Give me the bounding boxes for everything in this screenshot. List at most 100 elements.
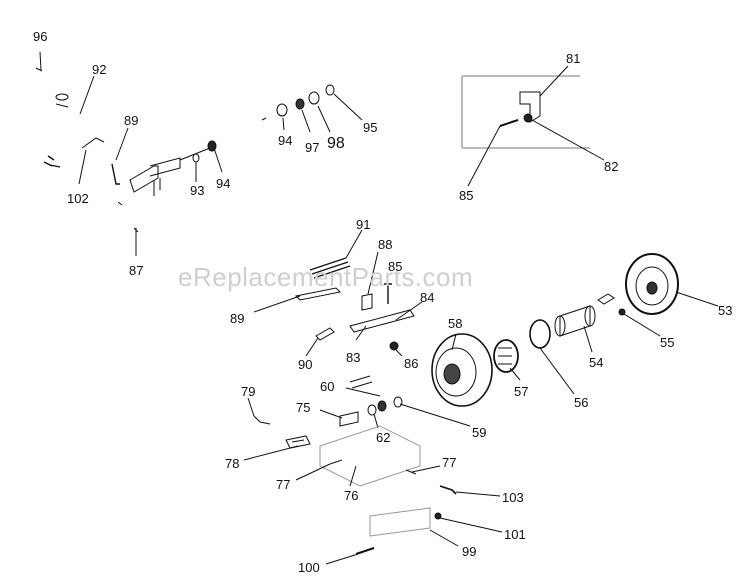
part-87-pin: [133, 227, 139, 233]
callout-55: 55: [660, 335, 675, 350]
callout-62: 62: [376, 430, 391, 445]
callout-59: 59: [472, 425, 487, 440]
leader-78: [243, 445, 299, 461]
part-93-washer: [192, 153, 200, 163]
leader-90: [305, 337, 319, 357]
leader-79: [247, 397, 255, 417]
callout-76: 76: [344, 488, 359, 503]
part-101: [434, 512, 442, 520]
clutch-assembly: [431, 253, 719, 407]
leader-59: [399, 403, 471, 427]
callout-92: 92: [92, 62, 107, 77]
leader-94b: [282, 117, 285, 131]
callout-101: 101: [504, 527, 526, 542]
leader-62: [373, 413, 379, 429]
callout-79: 79: [241, 384, 256, 399]
part-59: [393, 396, 403, 408]
part-77a: [329, 459, 343, 465]
part-103: [439, 485, 457, 495]
callout-94: 94: [216, 176, 231, 191]
lower-housing: [243, 397, 503, 565]
upper-middle-hardware: [261, 84, 363, 133]
leader-75: [319, 409, 343, 419]
part-78-spring: [285, 435, 311, 449]
leader-95: [333, 93, 363, 121]
leader-76: [349, 465, 357, 487]
callout-96: 96: [33, 29, 48, 44]
part-83-lever: [349, 309, 415, 333]
part-97: [295, 98, 305, 110]
callout-56: 56: [574, 395, 589, 410]
callout-91: 91: [356, 217, 371, 232]
leader-102: [78, 149, 87, 185]
leader-84: [395, 301, 423, 321]
part-88-block: [361, 293, 373, 311]
leader-60: [345, 387, 381, 397]
leader-58: [451, 333, 457, 351]
part-55-key: [597, 293, 615, 305]
callout-99: 99: [462, 544, 477, 559]
callout-87: 87: [129, 263, 144, 278]
leader-103: [455, 491, 501, 497]
part-79-clip: [253, 415, 271, 425]
callout-53: 53: [718, 303, 733, 318]
part-86-nut: [389, 341, 399, 351]
part-89-end: [117, 201, 123, 206]
part-58-inner: [435, 347, 477, 397]
callout-83: 83: [346, 350, 361, 365]
part-55-nut: [618, 308, 626, 316]
part-54-end-l: [554, 315, 566, 337]
part-62-a: [367, 404, 377, 416]
leader-77a: [295, 463, 331, 481]
leader-91: [345, 229, 363, 259]
leader-98: [317, 105, 331, 133]
callout-85: 85: [388, 259, 403, 274]
part-60-lever: [349, 375, 373, 389]
leader-77b: [411, 465, 441, 473]
part-90: [315, 327, 335, 341]
leader-99: [429, 529, 459, 547]
callout-88: 88: [378, 237, 393, 252]
part-53-pulley-groove: [635, 266, 669, 306]
part-62-b: [377, 400, 387, 412]
callout-89: 89: [230, 311, 245, 326]
part-89-spring-a: [111, 163, 120, 185]
leader-92: [79, 75, 95, 115]
part-94-nut-a: [207, 140, 217, 152]
callout-77: 77: [442, 455, 457, 470]
leader-86: [395, 349, 403, 357]
part-92b: [55, 103, 69, 108]
callout-86: 86: [404, 356, 419, 371]
part-89-spring-b: [294, 287, 342, 301]
callout-81: 81: [566, 51, 581, 66]
part-96-pin: [35, 67, 43, 72]
leader-83: [355, 325, 367, 341]
part-53-pulley-outer: [625, 253, 679, 315]
callout-85: 85: [459, 188, 474, 203]
leader-53: [675, 291, 719, 307]
callout-57: 57: [514, 384, 529, 399]
watermark: eReplacementParts.com: [178, 262, 474, 292]
leader-100: [325, 553, 359, 565]
part-92-washer: [55, 93, 69, 101]
callout-94: 94: [278, 133, 293, 148]
part-100-bolt: [355, 547, 375, 555]
leader-96: [39, 51, 42, 71]
callout-78: 78: [225, 456, 240, 471]
callout-84: 84: [420, 290, 435, 305]
part-bracket-upper: [149, 157, 181, 177]
shaft-group: [319, 375, 471, 429]
part-94b-stub: [261, 117, 267, 121]
callout-97: 97: [305, 140, 320, 155]
part-94-nut-b: [276, 103, 288, 117]
part-bracket-lower: [129, 165, 159, 193]
part-56-ring: [529, 319, 551, 349]
callout-75: 75: [296, 400, 311, 415]
part-91-spring: [309, 257, 351, 279]
callout-58: 58: [448, 316, 463, 331]
leader-81: [539, 65, 569, 97]
leader-82: [531, 119, 605, 161]
part-57-rollers: [498, 347, 512, 365]
